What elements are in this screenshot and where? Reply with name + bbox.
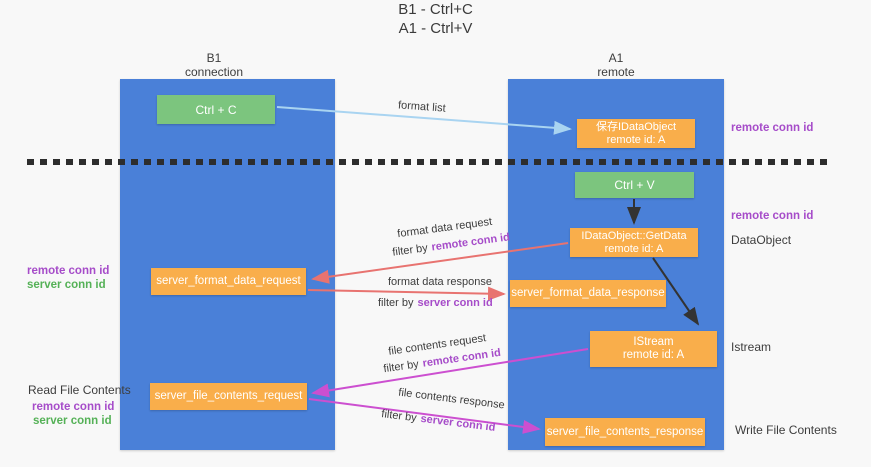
ctrl-v-box: Ctrl + V bbox=[575, 172, 694, 198]
server-format-data-request-label: server_format_data_request bbox=[156, 275, 301, 287]
read-file-contents-label: Read File Contents bbox=[28, 383, 131, 397]
format-data-response-arrow bbox=[307, 286, 506, 301]
server-conn-id-label-left-2: server conn id bbox=[33, 415, 112, 427]
filter-by-prefix-4: filter by bbox=[380, 408, 418, 425]
ctrl-c-label: Ctrl + C bbox=[195, 102, 237, 117]
left-column-subtitle: connection bbox=[184, 65, 244, 79]
title-line-1: B1 - Ctrl+C bbox=[398, 1, 473, 18]
getdata-line2: remote id: A bbox=[604, 242, 664, 255]
left-column-header: B1 connection bbox=[118, 51, 310, 79]
remote-conn-id-label-top-right: remote conn id bbox=[731, 122, 814, 134]
write-file-contents-label: Write File Contents bbox=[735, 423, 837, 437]
diagram-title: B1 - Ctrl+C A1 - Ctrl+V bbox=[0, 0, 871, 38]
server-format-data-response-label: server_format_data_response bbox=[511, 287, 665, 299]
filter-value-2: server conn id bbox=[417, 297, 493, 309]
filter-by-prefix-2: filter by bbox=[378, 297, 414, 309]
ctrl-v-label: Ctrl + V bbox=[614, 178, 655, 192]
save-idataobject-line1: 保存IDataObject bbox=[595, 120, 677, 133]
getdata-line1: IDataObject::GetData bbox=[581, 229, 687, 242]
istream-box: IStream remote id: A bbox=[590, 331, 717, 367]
server-file-contents-request-label: server_file_contents_request bbox=[154, 390, 303, 402]
format-list-label: format list bbox=[397, 99, 447, 115]
istream-line2: remote id: A bbox=[622, 349, 685, 361]
remote-conn-id-label-mid-right: remote conn id bbox=[731, 210, 814, 222]
filter-value-4: server conn id bbox=[419, 412, 496, 434]
server-conn-id-label-left-1: server conn id bbox=[27, 279, 106, 291]
remote-conn-id-label-left-2: remote conn id bbox=[32, 401, 115, 413]
left-column-name: B1 bbox=[206, 51, 222, 65]
ctrl-c-box: Ctrl + C bbox=[157, 95, 275, 124]
istream-side-label: Istream bbox=[731, 340, 772, 354]
filter-by-prefix-1: filter by bbox=[391, 242, 429, 259]
istream-line1: IStream bbox=[633, 336, 674, 348]
dashed-separator-line bbox=[27, 159, 833, 165]
right-column-name: A1 bbox=[608, 51, 624, 65]
format-data-response-label: format data response bbox=[388, 276, 492, 288]
filter-value-1: remote conn id bbox=[430, 231, 511, 254]
dataobject-label: DataObject bbox=[731, 233, 792, 247]
save-idataobject-line2: remote id: A bbox=[606, 133, 666, 146]
file-contents-response-label: file contents response bbox=[397, 386, 506, 412]
right-column-subtitle: remote bbox=[597, 65, 635, 79]
idataobject-getdata-box: IDataObject::GetData remote id: A bbox=[570, 228, 698, 257]
server-file-contents-request-box: server_file_contents_request bbox=[150, 383, 307, 410]
server-format-data-response-box: server_format_data_response bbox=[510, 280, 666, 307]
remote-conn-id-label-left-1: remote conn id bbox=[27, 265, 110, 277]
server-format-data-request-box: server_format_data_request bbox=[151, 268, 306, 295]
filter-by-prefix-3: filter by bbox=[382, 358, 420, 376]
title-line-2: A1 - Ctrl+V bbox=[398, 20, 473, 37]
save-idataobject-box: 保存IDataObject remote id: A bbox=[577, 119, 695, 148]
server-file-contents-response-box: server_file_contents_response bbox=[545, 418, 705, 446]
right-column-header: A1 remote bbox=[508, 51, 724, 79]
server-file-contents-response-label: server_file_contents_response bbox=[546, 425, 704, 438]
